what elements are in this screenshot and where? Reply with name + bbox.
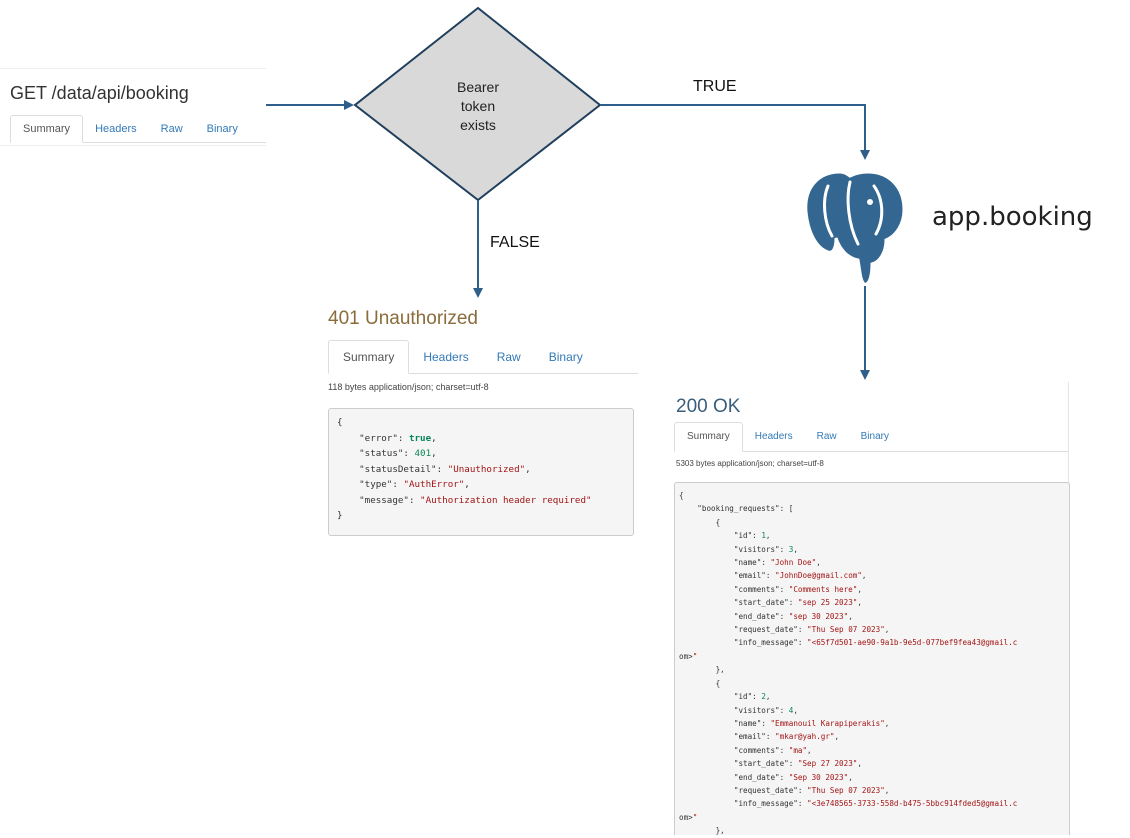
- code-line: om>": [679, 812, 698, 822]
- code-line: "request_date": "Thu Sep 07 2023",: [733, 625, 890, 635]
- code-line: "message": "Authorization header require…: [359, 494, 592, 506]
- tab-headers[interactable]: Headers: [95, 123, 137, 135]
- code-line: "start_date": "sep 25 2023",: [733, 598, 862, 608]
- code-line: "name": "John Doe",: [733, 558, 821, 568]
- tab-binary[interactable]: Binary: [860, 431, 889, 442]
- code-line: {: [679, 678, 721, 688]
- code-line: "end_date": "sep 30 2023",: [733, 611, 853, 621]
- request-title: GET /data/api/booking: [10, 83, 189, 103]
- postgresql-elephant-icon: [804, 170, 906, 286]
- request-panel: GET /data/api/booking Summary Headers Ra…: [0, 68, 266, 146]
- tab-headers[interactable]: Headers: [754, 431, 793, 442]
- ok-tabs: Summary Headers Raw Binary: [674, 422, 1068, 452]
- true-label: TRUE: [693, 78, 737, 95]
- tab-headers[interactable]: Headers: [423, 350, 469, 364]
- tab-raw[interactable]: Raw: [816, 431, 837, 442]
- code-line: "comments": "Comments here",: [733, 584, 862, 594]
- unauthorized-tabs: Summary Headers Raw Binary: [328, 340, 638, 374]
- unauthorized-title: 401 Unauthorized: [328, 308, 478, 329]
- ok-json: { "booking_requests": [ { "id": 1, "visi…: [674, 482, 1070, 835]
- decision-line: exists: [460, 117, 496, 133]
- code-line: "statusDetail": "Unauthorized",: [359, 463, 531, 475]
- code-line: "visitors": 4,: [733, 705, 798, 715]
- tab-summary[interactable]: Summary: [10, 115, 84, 143]
- code-line: "request_date": "Thu Sep 07 2023",: [733, 785, 890, 795]
- tab-binary[interactable]: Binary: [548, 350, 583, 364]
- unauthorized-panel: 401 Unauthorized Summary Headers Raw Bin…: [328, 300, 638, 540]
- code-line: {: [679, 491, 684, 500]
- code-line: om>": [679, 651, 698, 661]
- code-line: "error": true,: [359, 432, 437, 444]
- ok-title: 200 OK: [676, 396, 741, 417]
- code-line: "start_date": "Sep 27 2023",: [733, 759, 862, 769]
- code-line: },: [679, 665, 725, 675]
- tab-summary[interactable]: Summary: [674, 422, 743, 452]
- decision-line: token: [460, 98, 496, 114]
- code-line: "id": 2,: [733, 692, 771, 702]
- arrow-true: [600, 104, 870, 160]
- code-line: "info_message": "<65f7d501-ae90-9a1b-9e5…: [733, 638, 1018, 648]
- code-line: "name": "Emmanouil Karapiperakis",: [733, 718, 890, 728]
- code-line: "info_message": "<3e748565-3733-558d-b47…: [733, 799, 1018, 809]
- ok-panel: 200 OK Summary Headers Raw Binary 5303 b…: [672, 382, 1070, 835]
- code-line: {: [679, 517, 721, 527]
- code-line: }: [337, 510, 343, 521]
- tab-raw[interactable]: Raw: [160, 123, 183, 135]
- code-line: "comments": "ma",: [733, 745, 812, 755]
- ok-meta: 5303 bytes application/json; charset=utf…: [676, 459, 824, 468]
- database-label: app.booking: [932, 202, 1093, 232]
- request-tabs: Summary Headers Raw Binary: [10, 115, 266, 143]
- unauthorized-json: { "error": true, "status": 401, "statusD…: [328, 408, 634, 536]
- decision-line: Bearer: [456, 79, 500, 95]
- code-line: "email": "JohnDoe@gmail.com",: [733, 571, 867, 581]
- false-label: FALSE: [490, 234, 540, 251]
- code-line: "visitors": 3,: [733, 544, 798, 554]
- decision-text: Bearer token exists: [428, 78, 528, 135]
- code-line: "status": 401,: [359, 448, 437, 459]
- tab-binary[interactable]: Binary: [206, 123, 238, 135]
- code-line: },: [679, 826, 725, 836]
- code-line: "id": 1,: [733, 531, 771, 541]
- tab-raw[interactable]: Raw: [496, 350, 521, 364]
- code-line: "booking_requests": [: [697, 504, 794, 514]
- code-line: "email": "mkar@yah.gr",: [733, 732, 840, 742]
- tab-summary[interactable]: Summary: [328, 340, 410, 374]
- code-line: {: [337, 417, 343, 428]
- code-line: "end_date": "Sep 30 2023",: [733, 772, 853, 782]
- unauthorized-meta: 118 bytes application/json; charset=utf-…: [328, 382, 489, 392]
- code-line: "type": "AuthError",: [359, 479, 470, 490]
